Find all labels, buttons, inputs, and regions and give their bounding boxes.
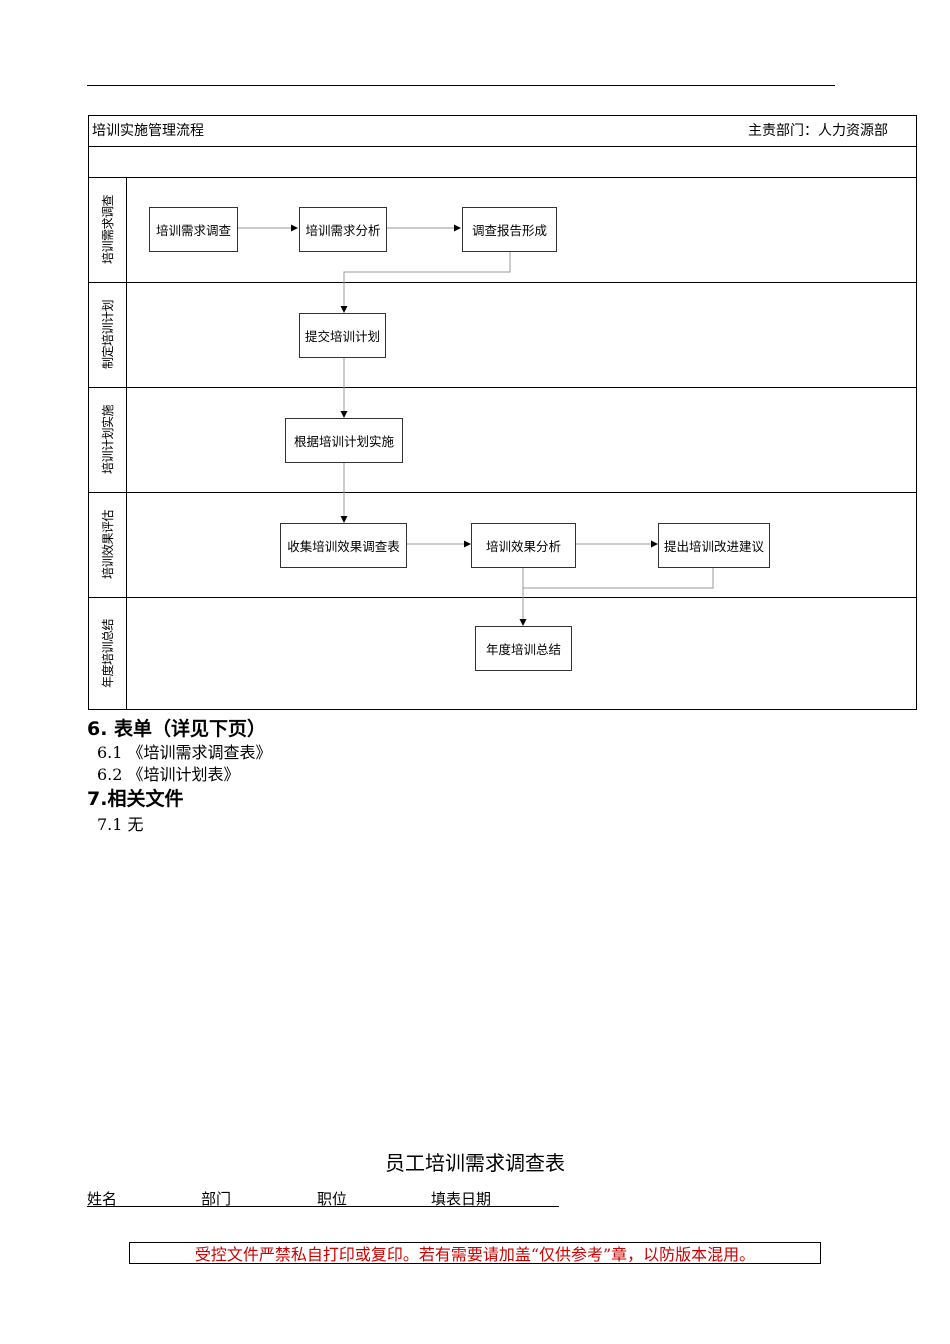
field-label-name: 姓名 (87, 1190, 118, 1208)
step-implement-plan: 根据培训计划实施 (285, 418, 403, 463)
lane-label-plan: 制定培训计划 (101, 299, 116, 370)
lane-label-implement: 培训计划实施 (101, 404, 116, 475)
lane-divider-line (89, 282, 916, 283)
lane-divider-line (89, 387, 916, 388)
field-label-department: 部门 (201, 1190, 232, 1208)
header-rule (87, 85, 835, 86)
section-6-heading: 6. 表单（详见下页） (87, 718, 267, 740)
step-training-survey: 培训需求调查 (149, 207, 238, 252)
lane-label-summary: 年度培训总结 (101, 618, 116, 689)
section-6-item: 6.2 《培训计划表》 (97, 765, 240, 784)
step-report-formation: 调查报告形成 (462, 207, 557, 252)
lane-label-evaluate: 培训效果评估 (101, 509, 116, 580)
step-collect-surveys: 收集培训效果调查表 (280, 523, 407, 568)
flow-connectors (238, 224, 714, 626)
row-divider (89, 177, 916, 178)
controlled-document-notice: 受控文件严禁私自打印或复印。若有需要请加盖“仅供参考”章，以防版本混用。 (129, 1242, 821, 1264)
lane-label-column-divider (126, 177, 127, 709)
field-label-date: 填表日期 (431, 1190, 492, 1208)
line-improve-return (523, 567, 714, 589)
section-7-item: 7.1 无 (97, 815, 144, 834)
lane-label-survey: 培训需求调查 (101, 194, 116, 265)
form-field-row: 姓名 部门 职位 填表日期 (87, 1188, 559, 1208)
section-7-heading: 7.相关文件 (87, 788, 184, 810)
responsible-department: 主责部门：人力资源部 (748, 123, 888, 139)
step-effect-analysis: 培训效果分析 (471, 523, 576, 568)
row-divider (89, 146, 916, 147)
field-label-position: 职位 (317, 1190, 348, 1208)
form-title: 员工培训需求调查表 (385, 1151, 565, 1175)
lane-divider-line (89, 492, 916, 493)
flowchart-title: 培训实施管理流程 (92, 123, 204, 139)
step-annual-summary: 年度培训总结 (475, 626, 572, 671)
section-6-item: 6.1 《培训需求调查表》 (97, 743, 272, 762)
step-improvement-suggestions: 提出培训改进建议 (658, 523, 770, 568)
step-submit-plan: 提交培训计划 (299, 313, 386, 358)
step-needs-analysis: 培训需求分析 (299, 207, 387, 252)
lane-divider-line (89, 597, 916, 598)
flowchart-table: 培训实施管理流程 主责部门：人力资源部 培训需求调查 制定培训计划 培训计划实施… (88, 115, 917, 710)
